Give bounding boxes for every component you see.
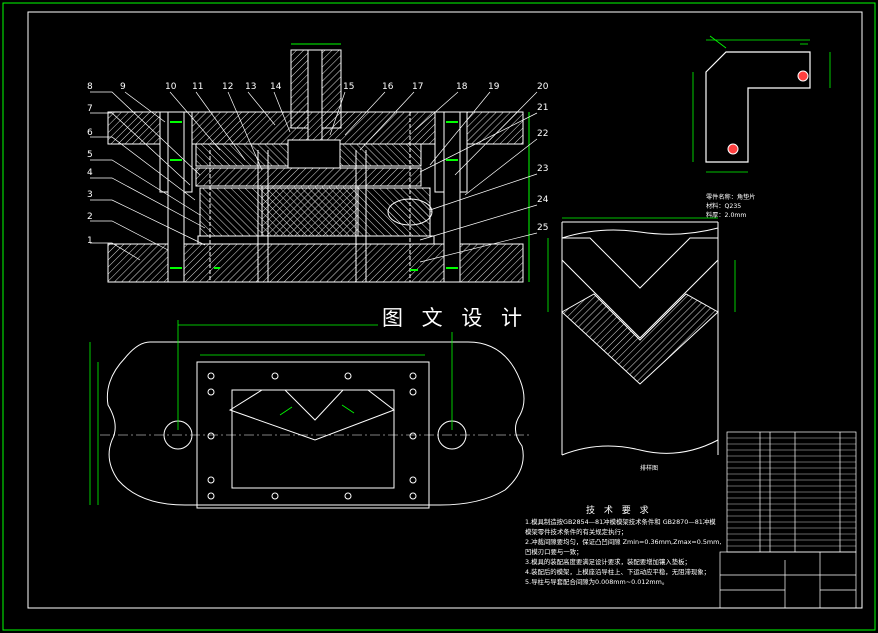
part-thickness: 料厚：2.0mm <box>706 212 747 219</box>
part-hole-bottom <box>727 143 739 155</box>
callout-2: 2 <box>87 212 93 222</box>
title-block <box>719 431 857 609</box>
strip-caption: 排样图 <box>640 465 659 472</box>
callout-18: 18 <box>456 82 468 92</box>
callout-7: 7 <box>87 104 93 114</box>
callout-16: 16 <box>382 82 394 92</box>
callout-1: 1 <box>87 236 93 246</box>
die-opening-v <box>228 389 396 441</box>
guide-post-right <box>443 111 461 283</box>
callout-12: 12 <box>222 82 234 92</box>
callout-3: 3 <box>87 190 93 200</box>
callout-11: 11 <box>192 82 204 92</box>
part-material: 材料：Q235 <box>706 203 742 210</box>
requirement-line: 4.装配后的模架，上模座沿导柱上、下运动应平稳，无阻滞现象； <box>525 568 711 576</box>
callout-9: 9 <box>120 82 126 92</box>
guide-post-left <box>167 111 185 283</box>
part-hole-top <box>797 70 809 82</box>
callout-23: 23 <box>537 164 549 174</box>
watermark-text: 图 文 设 计 <box>378 302 533 332</box>
strip-blank-top <box>561 237 719 339</box>
callout-24: 24 <box>537 195 549 205</box>
callout-19: 19 <box>488 82 500 92</box>
strip-blank-bottom <box>561 293 719 385</box>
callout-10: 10 <box>165 82 177 92</box>
lower-base-outline <box>106 341 525 506</box>
requirement-line: 5.导柱与导套配合间隙为0.008mm~0.012mm。 <box>525 578 669 586</box>
requirements-title: 技 术 要 求 <box>586 506 652 516</box>
callout-6: 6 <box>87 128 93 138</box>
inner-frame <box>27 11 863 609</box>
requirement-line: 2.冲裁间隙要均匀，保证凸凹间隙 Zmin=0.36mm,Zmax=0.5mm, <box>525 538 722 546</box>
leader-lines <box>90 91 538 263</box>
callout-13: 13 <box>245 82 257 92</box>
assembly-section-view <box>107 43 530 283</box>
punch-holder <box>287 139 341 169</box>
callout-14: 14 <box>270 82 282 92</box>
die-cavity-outline <box>231 389 395 489</box>
callout-8: 8 <box>87 82 93 92</box>
punch <box>261 185 359 237</box>
requirement-line: 3.模具的装配高度要满足设计要求，装配要增加镶入垫板； <box>525 558 691 566</box>
callout-15: 15 <box>343 82 355 92</box>
callout-20: 20 <box>537 82 549 92</box>
callout-5: 5 <box>87 150 93 160</box>
stripper-plate <box>195 167 422 187</box>
requirement-line: 模架零件技术条件的有关规定执行； <box>525 528 628 536</box>
requirement-line: 1.模具制造按GB2854—81冲模模架技术条件和 GB2870—81冲模 <box>525 518 716 526</box>
callout-4: 4 <box>87 168 93 178</box>
part-drawing <box>692 35 831 173</box>
callout-22: 22 <box>537 129 549 139</box>
part-name: 零件名称：角垫片 <box>706 194 756 201</box>
parts-list-rows <box>727 437 856 547</box>
strip-layout <box>547 217 736 456</box>
callout-25: 25 <box>537 223 549 233</box>
plan-view <box>89 320 530 509</box>
angle-part-outline <box>705 51 811 163</box>
callout-17: 17 <box>412 82 424 92</box>
requirement-line: 凹模刃口要与一致； <box>525 548 583 556</box>
callout-21: 21 <box>537 103 549 113</box>
